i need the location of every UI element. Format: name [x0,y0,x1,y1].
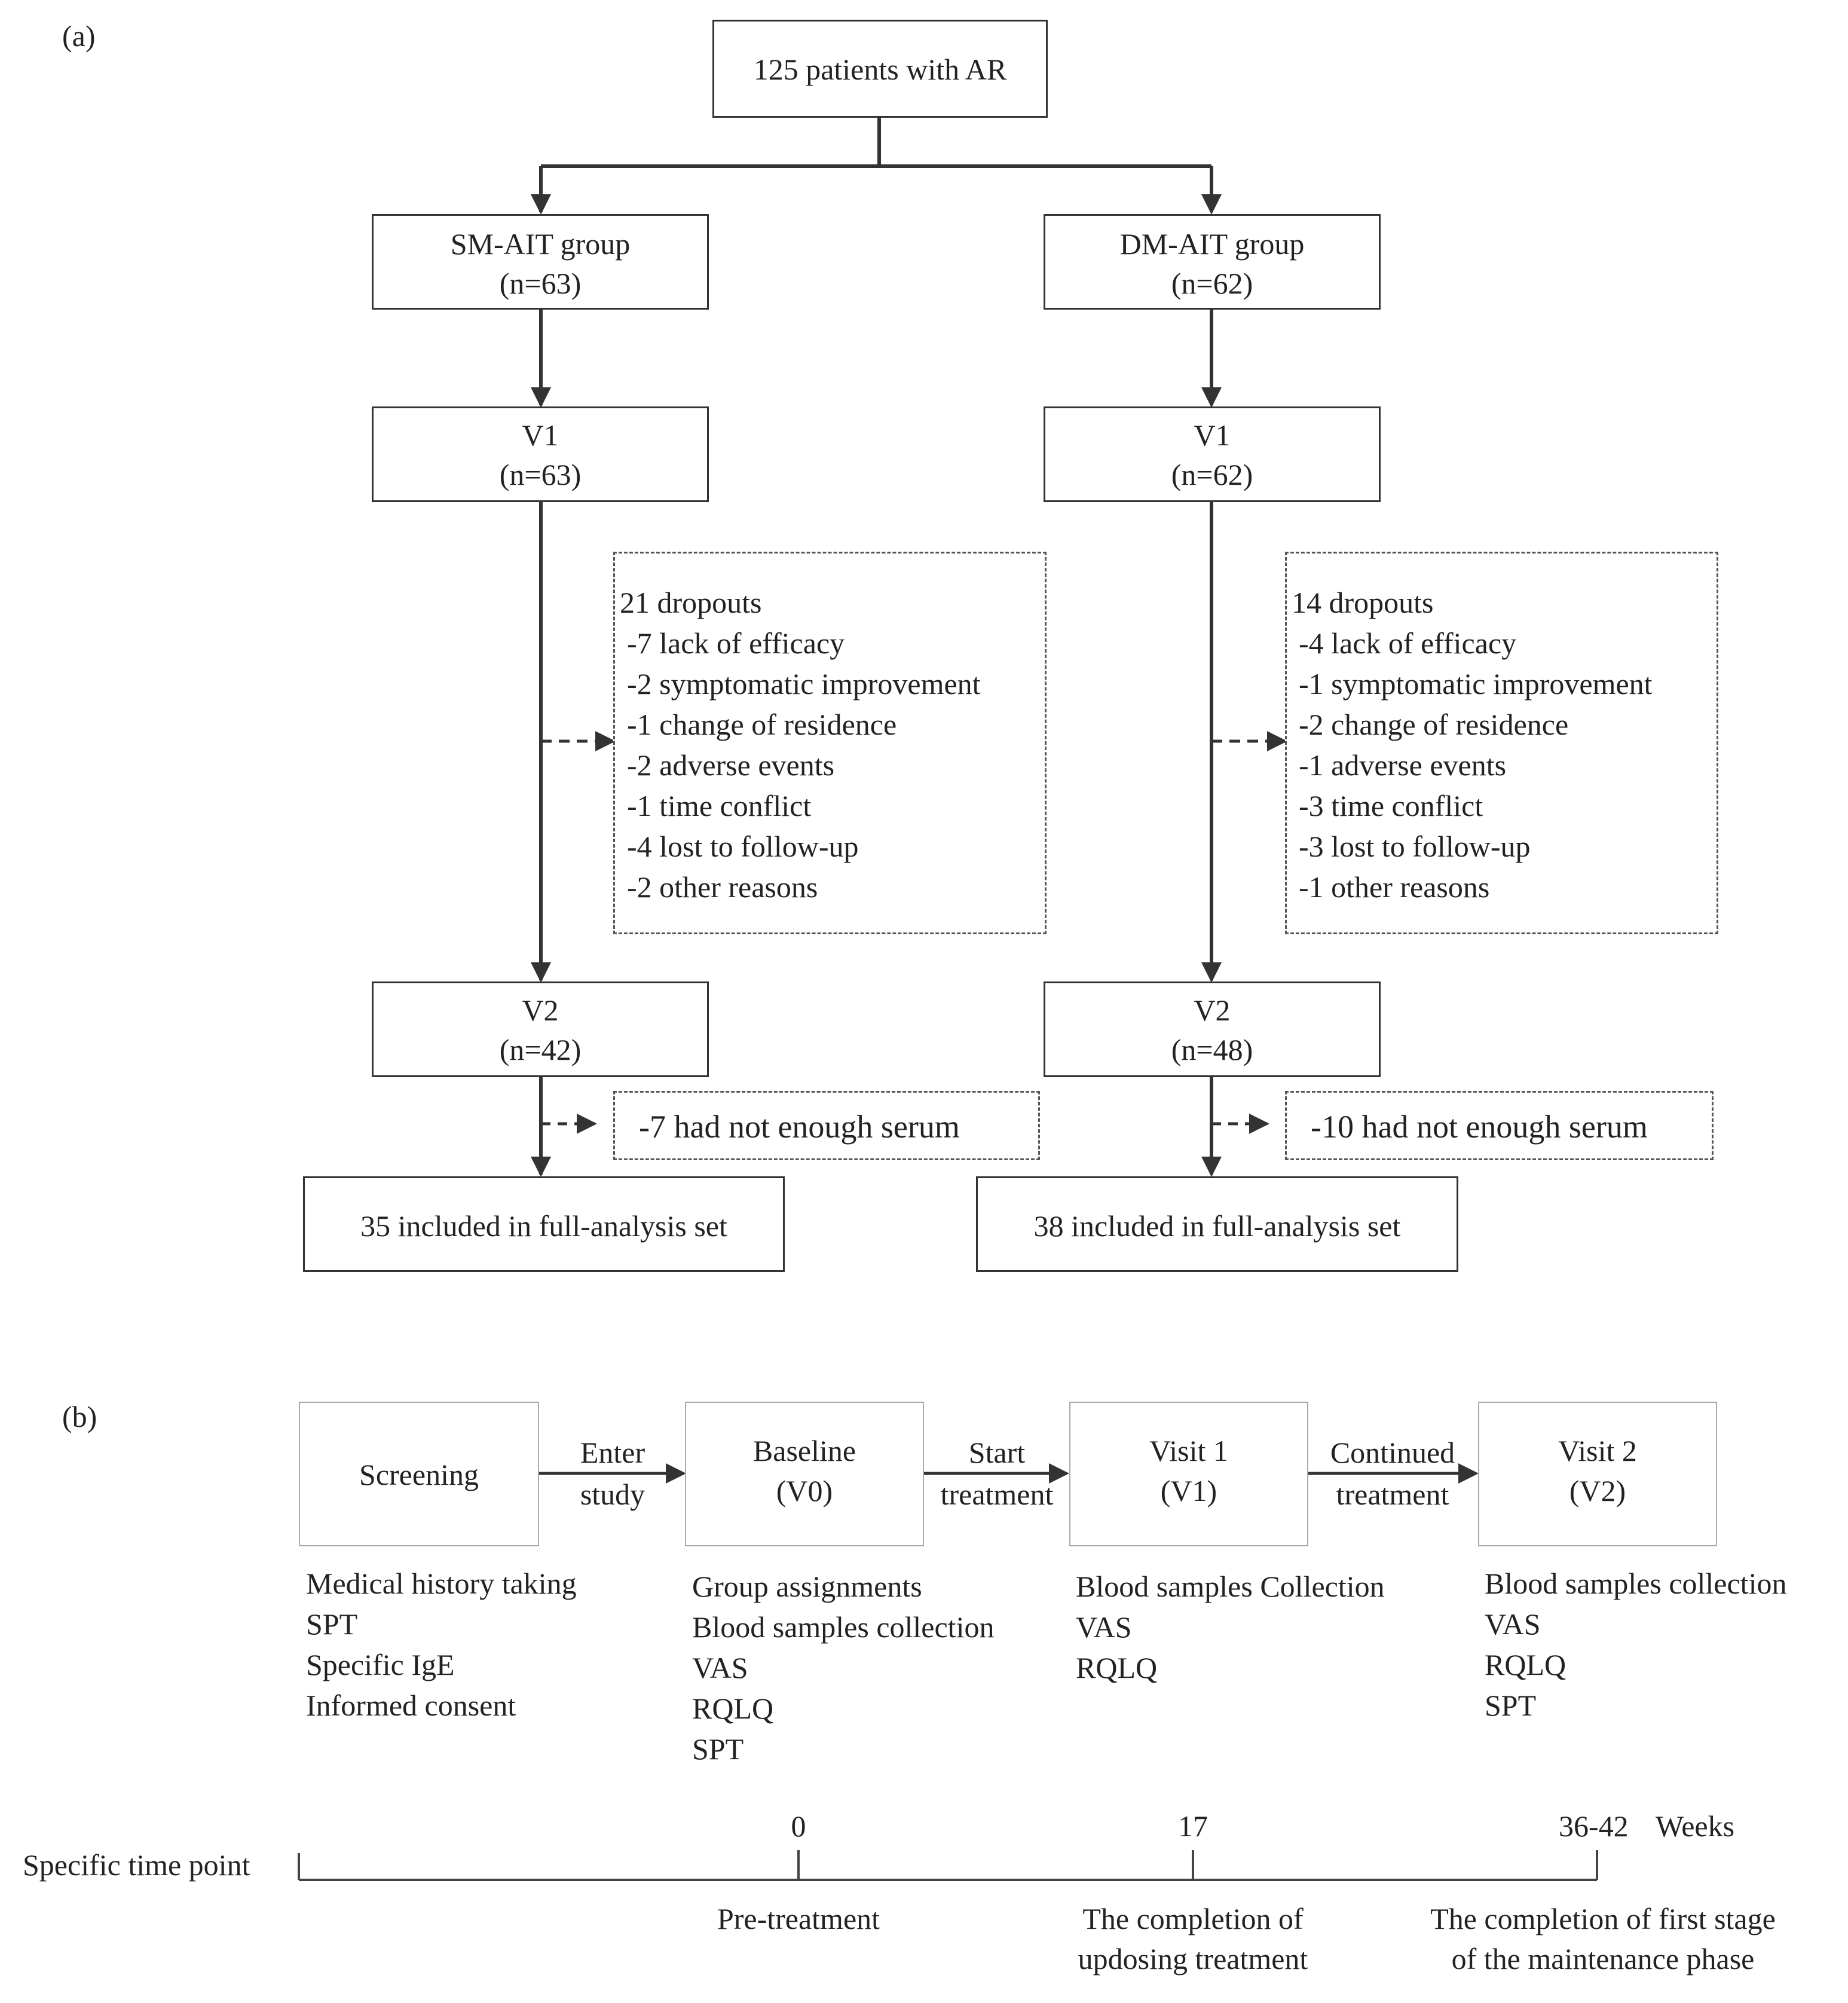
stage-subtitle: (V2) [1569,1474,1626,1507]
sm-v2-n: (n=42) [499,1033,582,1066]
stage-item: SPT [1485,1689,1537,1722]
dropout-line: 21 dropouts [620,586,762,619]
dropout-line: -1 other reasons [1299,870,1490,904]
stage-item: Specific IgE [306,1648,455,1681]
dropout-line: -2 adverse events [627,748,835,782]
sm-v1-name: V1 [522,418,559,452]
stage-subtitle: (V1) [1160,1474,1217,1507]
stage-item: Medical history taking [306,1567,577,1600]
stage-title: Screening [359,1458,479,1491]
dm-v1-box: V1 (n=62) [1044,406,1381,502]
sm-v1-n: (n=63) [499,458,582,491]
dm-dropouts-list: 14 dropouts -4 lack of efficacy -1 sympt… [1292,582,1653,907]
dm-ait-group-name: DM-AIT group [1119,227,1305,261]
sm-v1-box: V1 (n=63) [372,406,709,502]
stage-item: SPT [306,1607,358,1641]
dm-serum-box: -10 had not enough serum [1285,1091,1714,1160]
sm-ait-group-box: SM-AIT group (n=63) [372,214,709,310]
panel-b-label: (b) [62,1400,97,1433]
stage-item: Blood samples Collection [1076,1570,1385,1603]
visit-2-items: Blood samples collection VAS RQLQ SPT [1485,1563,1786,1726]
screening-items: Medical history taking SPT Specific IgE … [306,1563,577,1726]
dropout-line: -4 lack of efficacy [1299,626,1517,660]
tick-value-17: 17 [1178,1809,1208,1843]
sm-serum-box: -7 had not enough serum [613,1091,1040,1160]
tick-value-0: 0 [791,1809,806,1843]
baseline-items: Group assignments Blood samples collecti… [692,1566,994,1769]
tick-caption-36-line1: The completion of first stage [1430,1902,1776,1935]
dm-ait-group-n: (n=62) [1171,267,1253,300]
stage-item: RQLQ [1076,1651,1158,1684]
stage-item: Blood samples collection [692,1610,995,1644]
tick-caption-17-line2: updosing treatment [1078,1942,1308,1976]
dm-v2-name: V2 [1194,993,1231,1027]
top-box: 125 patients with AR [712,20,1048,118]
dm-v2-n: (n=48) [1171,1033,1253,1066]
dm-v1-name: V1 [1194,418,1231,452]
sm-v2-name: V2 [522,993,559,1027]
dropout-line: -1 symptomatic improvement [1299,667,1653,701]
sm-serum-text: -7 had not enough serum [639,1109,960,1145]
dropout-line: 14 dropouts [1292,586,1434,619]
tick-caption-36-line2: of the maintenance phase [1451,1942,1755,1976]
dropout-line: -1 change of residence [627,708,897,741]
panel-a-label: (a) [62,19,96,53]
stage-item: SPT [692,1732,744,1766]
transition-label-2b: treatment [940,1478,1054,1511]
stage-item: VAS [692,1651,748,1684]
stage-box-baseline: Baseline (V0) [685,1402,924,1546]
transition-label-1a: Enter [580,1436,645,1469]
stage-subtitle: (V0) [776,1474,833,1507]
timeline-label: Specific time point [23,1848,250,1882]
stage-item: Blood samples collection [1485,1567,1787,1600]
dropout-line: -4 lost to follow-up [627,830,859,863]
tick-caption-0: Pre-treatment [717,1902,880,1935]
dm-v2-box: V2 (n=48) [1044,981,1381,1077]
stage-item: Group assignments [692,1570,922,1603]
dm-v1-n: (n=62) [1171,458,1253,491]
stage-title: Baseline [752,1434,856,1467]
dropout-line: -3 time conflict [1299,789,1483,822]
transition-label-2a: Start [968,1436,1026,1469]
transition-label-1b: study [580,1478,645,1511]
transition-label-3b: treatment [1336,1478,1449,1511]
sm-v2-box: V2 (n=42) [372,981,709,1077]
stage-item: Informed consent [306,1689,516,1722]
dropout-line: -1 time conflict [627,789,812,822]
dropout-line: -1 adverse events [1299,748,1507,782]
stage-box-screening: Screening [299,1402,539,1546]
dropout-line: -3 lost to follow-up [1299,830,1531,863]
top-box-text: 125 patients with AR [753,53,1007,86]
sm-ait-group-n: (n=63) [499,267,582,300]
stage-item: RQLQ [692,1692,774,1725]
stage-item: RQLQ [1485,1648,1566,1681]
stage-item: VAS [1485,1607,1541,1641]
stage-title: Visit 1 [1149,1434,1228,1467]
stage-title: Visit 2 [1558,1434,1637,1467]
dm-serum-text: -10 had not enough serum [1311,1109,1648,1145]
dm-final-text: 38 included in full-analysis set [1033,1209,1401,1243]
transition-label-3a: Continued [1330,1436,1455,1469]
visit-1-items: Blood samples Collection VAS RQLQ [1076,1566,1385,1688]
tick-caption-17-line1: The completion of [1082,1902,1304,1935]
dm-dropouts-box: 14 dropouts -4 lack of efficacy -1 sympt… [1285,552,1718,934]
sm-ait-group-name: SM-AIT group [450,227,631,261]
dropout-line: -2 symptomatic improvement [627,667,981,701]
sm-final-box: 35 included in full-analysis set [303,1176,785,1272]
timeline-unit: Weeks [1656,1809,1735,1843]
sm-final-text: 35 included in full-analysis set [360,1209,727,1243]
stage-box-visit-1: Visit 1 (V1) [1069,1402,1308,1546]
stage-box-visit-2: Visit 2 (V2) [1478,1402,1717,1546]
sm-dropouts-list: 21 dropouts -7 lack of efficacy -2 sympt… [620,582,981,907]
dm-final-box: 38 included in full-analysis set [976,1176,1458,1272]
dropout-line: -2 change of residence [1299,708,1569,741]
sm-dropouts-box: 21 dropouts -7 lack of efficacy -2 sympt… [613,552,1047,934]
dropout-line: -7 lack of efficacy [627,626,845,660]
dropout-line: -2 other reasons [627,870,818,904]
tick-value-36-42: 36-42 [1559,1809,1629,1843]
stage-item: VAS [1076,1610,1132,1644]
dm-ait-group-box: DM-AIT group (n=62) [1044,214,1381,310]
